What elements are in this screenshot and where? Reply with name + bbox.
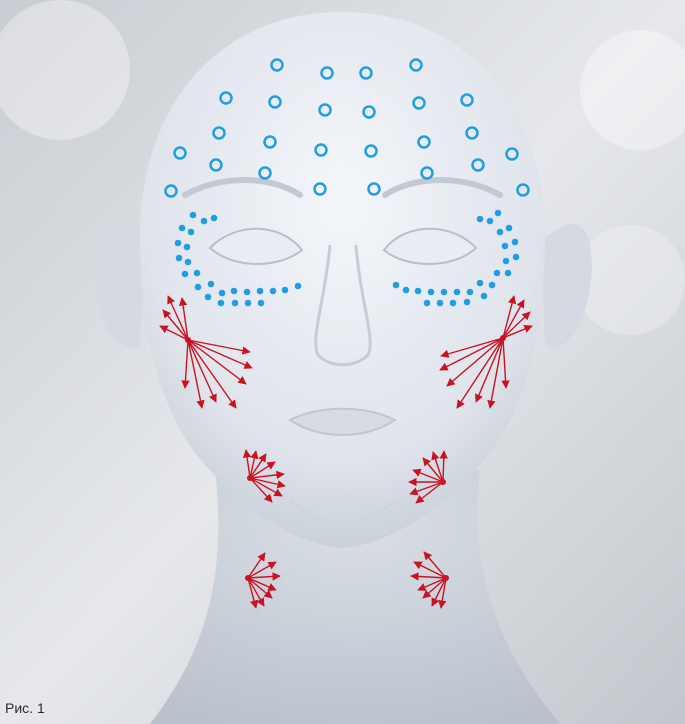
under-eye-dot bbox=[211, 215, 218, 222]
under-eye-dot bbox=[232, 300, 239, 307]
under-eye-dot bbox=[244, 289, 251, 296]
under-eye-dot bbox=[494, 270, 501, 277]
under-eye-dot bbox=[450, 300, 457, 307]
under-eye-dot bbox=[467, 289, 474, 296]
under-eye-dot bbox=[185, 259, 192, 266]
under-eye-dot bbox=[506, 225, 513, 232]
under-eye-dot bbox=[195, 284, 202, 291]
under-eye-dot bbox=[424, 300, 431, 307]
under-eye-dot bbox=[257, 288, 264, 295]
under-eye-dot bbox=[245, 300, 252, 307]
under-eye-dot bbox=[495, 210, 502, 217]
under-eye-dot bbox=[295, 283, 302, 290]
under-eye-dot bbox=[179, 225, 186, 232]
under-eye-dot bbox=[219, 290, 226, 297]
under-eye-dot bbox=[428, 289, 435, 296]
under-eye-dot bbox=[194, 270, 201, 277]
under-eye-dot bbox=[231, 288, 238, 295]
under-eye-dot bbox=[190, 212, 197, 219]
under-eye-dot bbox=[205, 294, 212, 301]
under-eye-dot bbox=[258, 300, 265, 307]
under-eye-dot bbox=[441, 289, 448, 296]
under-eye-dot bbox=[175, 240, 182, 247]
figure-caption: Рис. 1 bbox=[5, 700, 45, 716]
under-eye-dot bbox=[218, 300, 225, 307]
under-eye-dot bbox=[481, 293, 488, 300]
under-eye-dot bbox=[489, 282, 496, 289]
under-eye-dot bbox=[201, 218, 208, 225]
under-eye-dot bbox=[505, 270, 512, 277]
under-eye-dot bbox=[437, 300, 444, 307]
under-eye-dot bbox=[188, 229, 195, 236]
under-eye-dot bbox=[176, 255, 183, 262]
under-eye-dot bbox=[182, 271, 189, 278]
under-eye-dot bbox=[487, 218, 494, 225]
under-eye-dot bbox=[393, 282, 400, 289]
under-eye-dot bbox=[270, 288, 277, 295]
under-eye-dot bbox=[503, 258, 510, 265]
under-eye-dot bbox=[282, 287, 289, 294]
under-eye-dot bbox=[477, 216, 484, 223]
under-eye-dot bbox=[184, 244, 191, 251]
under-eye-dot bbox=[513, 254, 520, 261]
under-eye-dot bbox=[502, 243, 509, 250]
under-eye-dot bbox=[464, 299, 471, 306]
under-eye-dot bbox=[454, 289, 461, 296]
under-eye-dot bbox=[403, 287, 410, 294]
under-eye-dot bbox=[477, 280, 484, 287]
under-eye-dot bbox=[497, 229, 504, 236]
under-eye-dot bbox=[415, 288, 422, 295]
under-eye-dot bbox=[208, 281, 215, 288]
under-eye-dot bbox=[512, 239, 519, 246]
